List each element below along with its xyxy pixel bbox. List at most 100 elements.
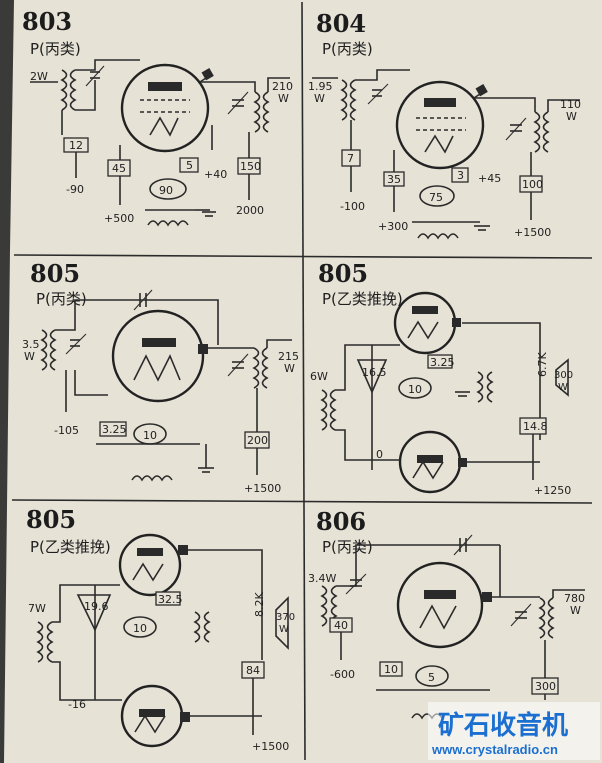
tube-plate <box>142 338 176 347</box>
tuning-arrow <box>85 65 105 87</box>
meter-circle <box>398 377 432 399</box>
input-secondary-coil <box>329 389 337 431</box>
output-lead <box>266 339 292 348</box>
watermark-url: www.crystalradio.cn <box>431 742 558 757</box>
label-bias: -16 <box>68 698 86 711</box>
tube-filament <box>149 116 179 137</box>
label-unit: W <box>314 92 325 105</box>
tuning-arrow <box>65 333 87 355</box>
panel-805-class-c: 805 P(丙类) 3.5 W -105 3.25 10 <box>22 259 299 495</box>
grid-coil <box>349 79 357 121</box>
label-power-in: 7W <box>28 602 46 615</box>
input-secondary-coil <box>46 621 54 663</box>
label-filament: 10 <box>408 383 422 396</box>
watermark-backdrop <box>428 702 600 760</box>
vacuum-tube-upper <box>118 533 182 597</box>
plate-coil <box>476 371 484 403</box>
feedback-wire <box>336 544 500 587</box>
meter-triangle <box>356 359 388 394</box>
label-plate-ma: 300 <box>535 680 556 693</box>
grid-coil <box>69 69 77 111</box>
output-lead <box>267 77 290 92</box>
wire <box>52 661 122 701</box>
filament-coil <box>131 475 173 482</box>
panel-mode: P(乙类推挽) <box>322 290 403 308</box>
plate-coil <box>486 371 494 403</box>
output-link-coil <box>262 91 270 133</box>
speaker-icon <box>555 358 569 397</box>
filament-coil <box>417 233 459 240</box>
tube-plate <box>424 590 456 599</box>
value-box <box>179 157 199 173</box>
filament-coil <box>147 220 189 227</box>
output-link-coil <box>542 111 550 153</box>
tube-cap <box>482 592 492 602</box>
panel-803: 803 P(丙类) 2W 12 -90 45 +500 5 +40 <box>22 7 293 227</box>
value-box <box>379 661 403 677</box>
label-plate-voltage: +1500 <box>514 226 551 239</box>
wire <box>74 370 108 396</box>
meter-circle <box>415 665 449 687</box>
divider-row-1 <box>13 254 593 259</box>
label-bias: 0 <box>376 448 383 461</box>
output-lead <box>547 99 580 112</box>
label-unit: W <box>558 382 568 393</box>
panel-mode: P(乙类推挽) <box>30 538 111 556</box>
input-coil <box>320 389 328 431</box>
label-screen-ma: 45 <box>112 162 126 175</box>
tube-filament <box>132 562 164 582</box>
tube-filament <box>419 604 457 630</box>
tuning-arrow <box>505 117 527 141</box>
tube-cap <box>180 712 190 722</box>
label-plate-voltage: +1250 <box>534 484 571 497</box>
panel-title: 805 <box>30 259 80 288</box>
tube-cap <box>201 68 214 81</box>
watermark-title: 矿石收音机 <box>438 710 568 740</box>
panel-title: 806 <box>316 507 366 536</box>
wire <box>75 80 96 111</box>
tube-cap <box>475 84 488 97</box>
label-plate-ma: 200 <box>247 434 268 447</box>
plate-coil <box>193 611 201 643</box>
value-box <box>427 354 453 369</box>
output-coil <box>538 597 546 639</box>
vacuum-tube <box>396 561 484 649</box>
input-coil <box>320 585 328 627</box>
tube-plate <box>148 82 182 91</box>
output-coil <box>253 91 261 133</box>
label-plate-voltage: +500 <box>104 212 134 225</box>
label-screen-voltage: +45 <box>478 172 501 185</box>
label-filament: 10 <box>143 429 157 442</box>
label-grid-ma: 40 <box>334 619 348 632</box>
label-load: 6.7K <box>536 352 549 377</box>
label-unit: W <box>284 362 295 375</box>
label-plate-ma: 100 <box>522 178 543 191</box>
tube-plate <box>417 455 443 463</box>
label-unit: W <box>278 92 289 105</box>
label-plate-ma: 14.8 <box>523 420 548 433</box>
tuning-arrow <box>453 534 473 556</box>
vacuum-tube <box>111 309 205 403</box>
label-unit: W <box>279 624 289 635</box>
plate-coil <box>203 611 211 643</box>
tube-filament <box>133 354 181 382</box>
panel-mode: P(丙类) <box>322 538 373 556</box>
label-power-out: 210 <box>272 80 293 93</box>
input-coil <box>60 69 68 111</box>
label-screen-ma: 5 <box>186 159 193 172</box>
label-bias: -600 <box>330 668 355 681</box>
watermark: 矿石收音机 www.crystalradio.cn <box>428 702 600 760</box>
tube-cap <box>198 344 208 354</box>
panel-mode: P(丙类) <box>36 290 87 308</box>
tube-filament <box>412 460 444 480</box>
label-unit: W <box>566 110 577 123</box>
label-plate-voltage: 2000 <box>236 204 264 217</box>
label-screen-ma: 3 <box>457 169 464 182</box>
label-unit: W <box>24 350 35 363</box>
tuning-arrow <box>227 91 249 115</box>
label-grid-ma: 16.5 <box>362 366 387 379</box>
label-plate-voltage: +1500 <box>252 740 289 753</box>
label-grid-ma: 12 <box>69 139 83 152</box>
label-filament: 90 <box>159 184 173 197</box>
